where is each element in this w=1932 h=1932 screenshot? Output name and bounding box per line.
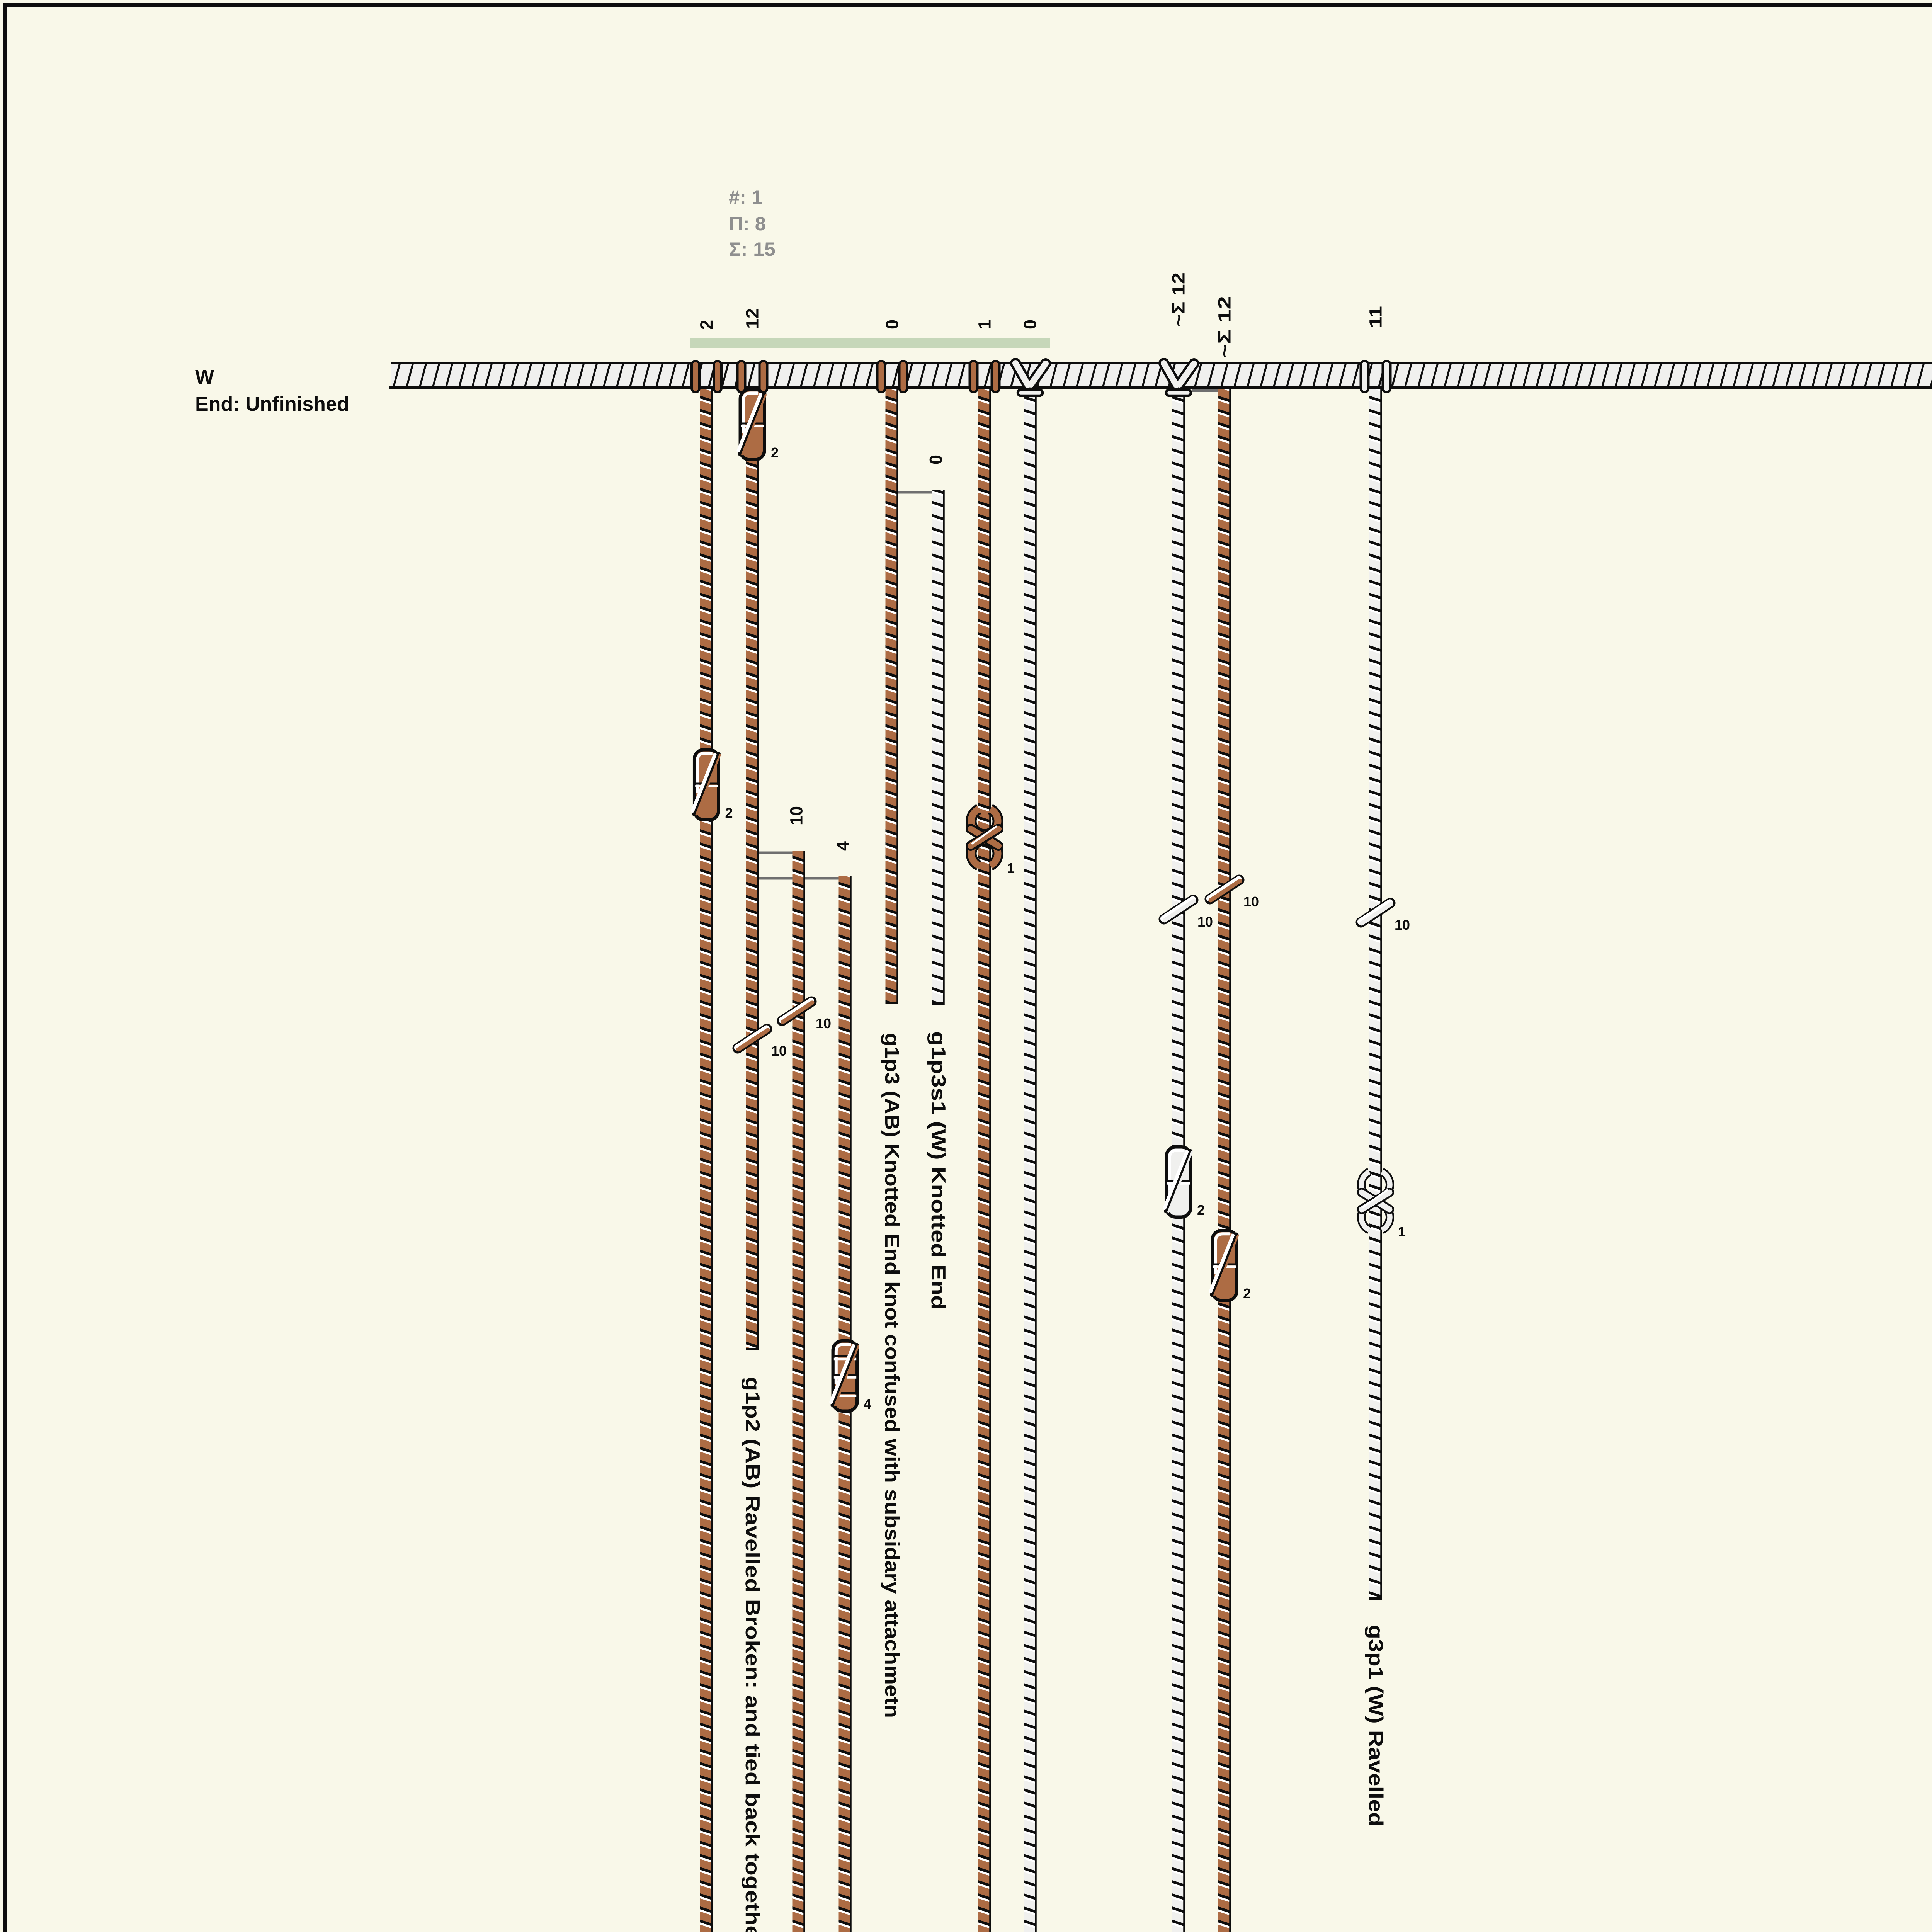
svg-text:11: 11 <box>1366 306 1386 328</box>
svg-text:10: 10 <box>771 1043 787 1059</box>
svg-text:~Σ 12: ~Σ 12 <box>1215 296 1235 358</box>
svg-text:2: 2 <box>725 805 733 821</box>
svg-text:W: W <box>195 366 214 388</box>
svg-text:Σ: 15: Σ: 15 <box>729 238 776 260</box>
svg-text:1: 1 <box>1398 1224 1406 1240</box>
svg-text:#: 1: #: 1 <box>729 187 762 208</box>
svg-text:4: 4 <box>864 1396 871 1412</box>
svg-text:0: 0 <box>1020 320 1040 329</box>
svg-text:10: 10 <box>816 1015 831 1031</box>
svg-text:12: 12 <box>743 308 762 329</box>
svg-text:g1p3 (AB) Knotted End knot con: g1p3 (AB) Knotted End knot confused with… <box>881 1033 903 1718</box>
svg-text:2: 2 <box>1197 1202 1205 1218</box>
svg-text:g3p1 (W) Ravelled: g3p1 (W) Ravelled <box>1364 1625 1387 1827</box>
svg-text:4: 4 <box>833 841 853 851</box>
svg-text:1: 1 <box>1007 860 1015 876</box>
svg-text:10: 10 <box>1197 914 1213 930</box>
svg-text:2: 2 <box>1243 1286 1251 1301</box>
svg-text:End: Unfinished: End: Unfinished <box>195 393 349 415</box>
svg-text:0: 0 <box>883 320 902 329</box>
svg-text:g1p3s1 (W) Knotted End: g1p3s1 (W) Knotted End <box>927 1031 949 1310</box>
svg-text:Π: 8: Π: 8 <box>729 213 766 235</box>
svg-text:10: 10 <box>1395 917 1410 933</box>
svg-text:10: 10 <box>787 806 806 825</box>
svg-text:1: 1 <box>975 320 995 329</box>
svg-text:g1p2 (AB) Ravelled Broken: and: g1p2 (AB) Ravelled Broken: and tied back… <box>741 1377 764 1932</box>
svg-text:~Σ 12: ~Σ 12 <box>1169 272 1189 327</box>
svg-text:2: 2 <box>697 320 716 330</box>
svg-text:10: 10 <box>1243 894 1259 910</box>
svg-text:2: 2 <box>771 445 779 461</box>
svg-text:0: 0 <box>926 455 946 464</box>
